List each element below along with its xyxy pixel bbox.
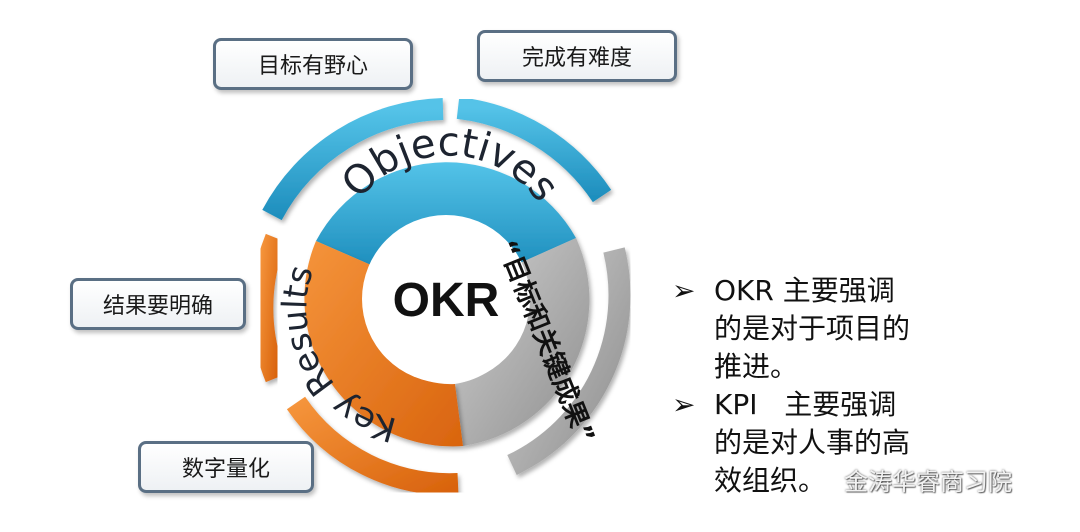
chat-bubble-icon (812, 469, 837, 489)
bullet-kpi-line-2: 的是对人事的高 (714, 426, 911, 459)
bullet-arrow-icon: ➢ (672, 388, 696, 421)
center-label: OKR (393, 274, 500, 327)
outer-arc-gray (507, 247, 631, 475)
watermark-text: 金涛华睿商习院 (844, 468, 1012, 496)
label-box-difficult-completion: 完成有难度 (477, 30, 677, 82)
outer-arc-orange-bottom (286, 396, 459, 496)
ring-segment-key-results (304, 241, 463, 447)
watermark: 金涛华睿商习院 (812, 462, 1012, 497)
bullet-arrow-icon: ➢ (672, 274, 696, 307)
label-box-clear-results: 结果要明确 (70, 278, 246, 330)
bullet-okr-line-1: OKR 主要强调 (714, 274, 895, 307)
outer-arc-blue-right (456, 97, 612, 203)
bullet-okr-line-2: 的是对于项目的 (714, 312, 911, 345)
label-box-quantified: 数字量化 (138, 441, 314, 493)
ring-segment-goals (455, 238, 590, 446)
label-box-ambitious-goals: 目标有野心 (213, 38, 413, 90)
center-circle (362, 215, 530, 383)
outer-arc-orange-left (251, 233, 287, 383)
bullet-kpi-line-1: KPI 主要强调 (714, 388, 897, 421)
outer-arc-blue-left (262, 98, 444, 221)
bullet-okr-line-3: 推进。 (714, 350, 799, 383)
comparison-bullets: ➢ OKR 主要强调 的是对于项目的 推进。 ➢ KPI 主要强调 的是对人事的… (672, 272, 972, 500)
bullet-kpi-line-3: 效组织。 (714, 464, 827, 497)
bullet-kpi: ➢ KPI 主要强调 的是对人事的高 效组织。 (672, 386, 972, 500)
bullet-okr: ➢ OKR 主要强调 的是对于项目的 推进。 (672, 272, 972, 386)
ring-segment-objectives (316, 162, 576, 265)
